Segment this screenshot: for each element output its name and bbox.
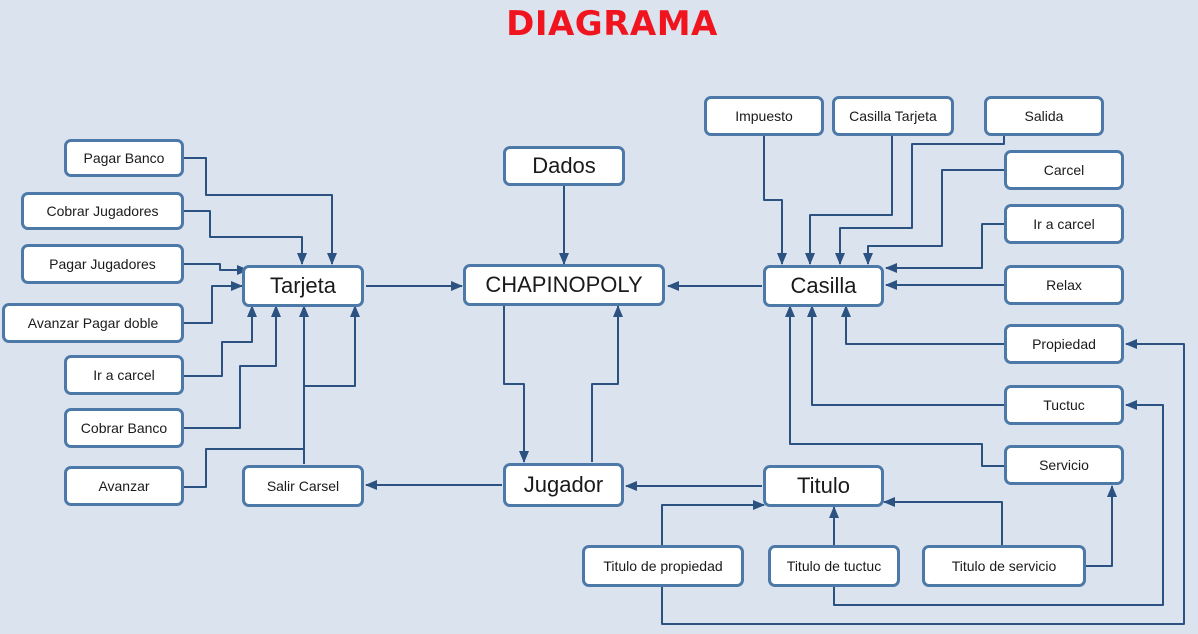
node-servicio[interactable]: Servicio (1004, 445, 1124, 485)
edge-cobrar-banco-tarjeta (184, 305, 281, 429)
edge-jugador-chapinopoly (591, 305, 623, 462)
edge-tuctuc-casilla (807, 305, 1004, 406)
edge-propiedad-casilla (841, 305, 1004, 345)
edge-carcel-casilla (863, 169, 1004, 265)
edge-salida-casilla (835, 136, 1005, 265)
edge-impuesto-casilla (763, 136, 787, 265)
node-salir-carsel[interactable]: Salir Carsel (242, 465, 364, 507)
node-avanzar[interactable]: Avanzar (64, 466, 184, 506)
node-casilla-tarjeta[interactable]: Casilla Tarjeta (832, 96, 954, 136)
node-chapinopoly[interactable]: CHAPINOPOLY (463, 264, 665, 306)
edge-salir-carsel-tarjeta (303, 305, 360, 464)
node-avanzar-pagar-doble[interactable]: Avanzar Pagar doble (2, 303, 184, 343)
node-tuctuc[interactable]: Tuctuc (1004, 385, 1124, 425)
edge-cobrar-jugadores-tarjeta (184, 210, 307, 265)
edge-casilla-tarjeta-casilla (805, 136, 893, 265)
node-salida[interactable]: Salida (984, 96, 1104, 136)
node-casilla[interactable]: Casilla (763, 265, 884, 307)
edge-titulo-de-servicio-titulo (883, 497, 1003, 545)
edge-avanzar-tarjeta (184, 305, 309, 488)
edge-pagar-jugadores-tarjeta (184, 263, 249, 275)
node-tarjeta[interactable]: Tarjeta (242, 265, 364, 307)
node-pagar-jugadores[interactable]: Pagar Jugadores (21, 244, 184, 284)
edge-avanzar-pagar-doble-tarjeta (184, 281, 243, 324)
edge-ir-a-carcel-casilla (885, 223, 1004, 273)
edge-chapinopoly-jugador (503, 306, 529, 463)
node-carcel[interactable]: Carcel (1004, 150, 1124, 190)
node-ir-a-carcel-left[interactable]: Ir a carcel (64, 355, 184, 395)
edge-pagar-banco-tarjeta (184, 157, 337, 265)
node-cobrar-jugadores[interactable]: Cobrar Jugadores (21, 192, 184, 230)
node-jugador[interactable]: Jugador (503, 463, 624, 507)
node-cobrar-banco[interactable]: Cobrar Banco (64, 408, 184, 448)
node-pagar-banco[interactable]: Pagar Banco (64, 139, 184, 177)
diagram-title: DIAGRAMA (506, 4, 718, 44)
node-titulo-de-tuctuc[interactable]: Titulo de tuctuc (768, 545, 900, 587)
edge-ir-a-carcel-tarjeta (184, 305, 257, 377)
edge-titulo-de-propiedad-titulo (661, 500, 765, 545)
node-dados[interactable]: Dados (503, 146, 625, 186)
node-ir-a-carcel-right[interactable]: Ir a carcel (1004, 204, 1124, 244)
edge-servicio-casilla (785, 305, 1004, 467)
node-impuesto[interactable]: Impuesto (704, 96, 824, 136)
node-relax[interactable]: Relax (1004, 265, 1124, 305)
edge-titulo-de-tuctuc-tuctuc (833, 400, 1164, 606)
node-titulo-de-servicio[interactable]: Titulo de servicio (922, 545, 1086, 587)
edge-titulo-de-servicio-servicio (1086, 485, 1117, 567)
node-titulo[interactable]: Titulo (763, 465, 884, 507)
node-titulo-de-propiedad[interactable]: Titulo de propiedad (582, 545, 744, 587)
edge-titulo-de-propiedad-propiedad (661, 339, 1185, 625)
node-propiedad[interactable]: Propiedad (1004, 324, 1124, 364)
